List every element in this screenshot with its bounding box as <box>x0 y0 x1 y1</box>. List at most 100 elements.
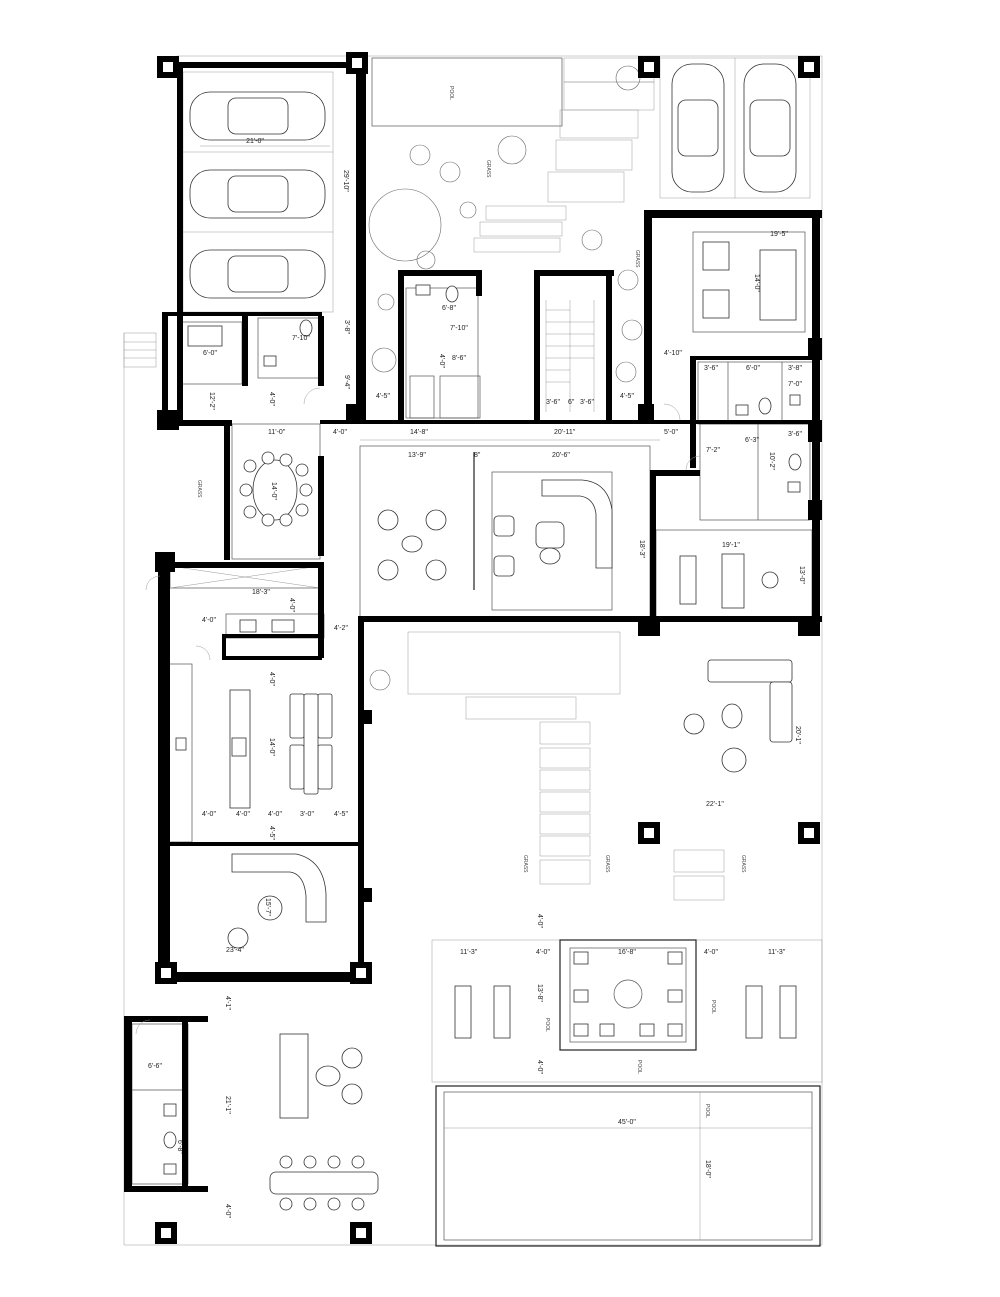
pool-dim-e: 4'-0" <box>704 949 718 956</box>
pantry-width: 18'-3" <box>252 589 270 596</box>
living-height: 18'-3" <box>638 540 645 558</box>
outdoor-dining <box>269 1155 379 1211</box>
maid-room: 6'-0" 12'-2" 7'-10" 3'-8" 4'-0" 9'-4" <box>123 317 350 410</box>
pool-dim-a: 4'-0" <box>536 914 543 928</box>
gym-height: 13'-0" <box>798 566 805 584</box>
maid-dim-c: 9'-4" <box>343 375 350 389</box>
pantry-dim-b: 4'-0" <box>202 617 216 624</box>
core-dim-c: 4'-0" <box>438 354 445 368</box>
stair-dim-a: 3'-6" <box>546 399 560 406</box>
stair-dim-d: 4'-5" <box>620 393 634 400</box>
dining-height: 14'-0" <box>270 482 277 500</box>
se-lounge: 22'-1" 20'-1" <box>683 659 801 808</box>
grass-west-label: GRASS <box>196 480 202 498</box>
car-5 <box>743 63 797 193</box>
living-sofa <box>493 479 613 577</box>
kitchen-dim-2: 4'-0" <box>236 811 250 818</box>
kitchen-dim-4: 3'-0" <box>300 811 314 818</box>
core-dim-d: 8'-6" <box>452 355 466 362</box>
kitchen: 4'-0" 14'-0" 4'-0" 4'-0" 4'-0" 3'-0" 4'-… <box>167 663 348 843</box>
pool-deck: 4'-0" 11'-3" 4'-0" 16'-8" 4'-0" 11'-3" 1… <box>431 914 823 1083</box>
ne-bath: 3'-6" 6'-0" 3'-8" 7'-0" <box>697 361 814 425</box>
office-lower-dim: 4'-10" <box>664 350 682 357</box>
family-dim-a: 15'-7" <box>264 898 271 916</box>
office-width: 19'-5" <box>770 231 788 238</box>
pool-dim-g: 13'-8" <box>536 984 543 1002</box>
living-dim-c: 20'-6" <box>552 452 570 459</box>
main-pool-width: 45'-0" <box>618 1119 636 1126</box>
corridor-dim-b: 20'-11" <box>554 429 576 436</box>
pantry-dim-c: 4'-2" <box>334 625 348 632</box>
office-chair-2 <box>702 289 730 319</box>
annex-dim-c: 21'-1" <box>224 1096 231 1114</box>
lounge-sofa <box>683 659 793 773</box>
family-sofa <box>227 853 327 949</box>
stepping-stones <box>539 721 725 901</box>
grass-court-label-3: GRASS <box>740 855 746 873</box>
kitchen-counter <box>167 663 193 843</box>
columns <box>155 52 822 1244</box>
car-3 <box>189 249 326 299</box>
kitchen-dim-a: 4'-0" <box>268 672 275 686</box>
bath-dim-1: 3'-6" <box>704 365 718 372</box>
pool-bottom-label: POOL <box>636 1060 642 1074</box>
car-1 <box>189 91 326 141</box>
corridor-dim-c: 5'-0" <box>664 429 678 436</box>
central-core: 6'-8" 7'-10" 4'-0" 8'-6" 4'-5" 3'-6" 6" … <box>376 284 634 419</box>
grass-court-label-2: GRASS <box>604 855 610 873</box>
kitchen-height: 14'-0" <box>268 738 275 756</box>
walls <box>124 62 822 1192</box>
site-boundary <box>123 55 823 1246</box>
door-swings <box>135 387 701 1035</box>
gym-dim-d: 3'-6" <box>788 431 802 438</box>
annex-dim-a: 6'-6" <box>148 1063 162 1070</box>
family-width: 23'-4" <box>226 947 244 954</box>
living-room: 13'-9" 8" 20'-6" 18'-3" <box>359 445 651 619</box>
gazebo-outer <box>559 939 697 1051</box>
gazebo-chairs <box>573 951 683 1037</box>
gym-dim-a: 6'-3" <box>745 437 759 444</box>
kitchen-dim-3: 4'-0" <box>268 811 282 818</box>
top-pool-label: POOL <box>448 86 454 100</box>
courtyard: GRASS GRASS GRASS <box>407 631 746 901</box>
kitchen-dim-5: 4'-5" <box>334 811 348 818</box>
office-desk <box>759 249 797 321</box>
sw-annex: 6'-6" 4'-1" 21'-1" 6'-8" 4'-0" <box>131 996 379 1218</box>
lounge-height: 20'-1" <box>794 726 801 744</box>
core-dim-e: 4'-5" <box>376 393 390 400</box>
bath-dim-4: 7'-0" <box>788 381 802 388</box>
gym-width: 19'-1" <box>722 542 740 549</box>
maid-dim-a: 3'-8" <box>343 320 350 334</box>
main-pool: 45'-0" 18'-0" POOL <box>435 1085 821 1247</box>
pool-dim-d: 16'-8" <box>618 949 636 956</box>
main-pool-height: 18'-0" <box>704 1160 711 1178</box>
entry-steps <box>123 332 157 368</box>
office-chair-1 <box>702 241 730 271</box>
gym-dim-c: 10'-2" <box>768 452 775 470</box>
car-2 <box>189 169 326 219</box>
corridor: 14'-8" 20'-11" 5'-0" <box>360 429 678 441</box>
garage-width: 21'-0" <box>246 138 264 145</box>
maid-height: 12'-2" <box>208 392 215 410</box>
bath-dim-2: 6'-0" <box>746 365 760 372</box>
car-4 <box>671 63 725 193</box>
bath-dim-3: 3'-8" <box>788 365 802 372</box>
sun-loungers <box>454 985 797 1039</box>
gym: 6'-3" 7'-2" 10'-2" 3'-6" 19'-1" 13'-0" <box>655 423 813 621</box>
family-room: 15'-7" 23'-4" <box>226 853 327 954</box>
grass-top-label: GRASS <box>485 160 491 178</box>
kitchen-dim-6: 4'-5" <box>268 826 275 840</box>
corridor-dim-a: 14'-8" <box>410 429 428 436</box>
garage-height: 29'-10" <box>342 170 349 192</box>
pantry-height: 4'-0" <box>288 598 295 612</box>
stair-dim-b: 6" <box>568 399 575 406</box>
outdoor-seating <box>279 1033 363 1119</box>
living-dim-a: 13'-9" <box>408 452 426 459</box>
pool-side-right-label: POOL <box>710 1000 716 1014</box>
pool-dim-h: 4'-0" <box>536 1060 543 1074</box>
dining-room: 11'-0" 14'-0" 4'-0" GRASS <box>196 423 347 560</box>
pool-dim-f: 11'-3" <box>768 949 786 956</box>
garage: 21'-0" 29'-10" <box>182 71 349 313</box>
office-height: 14'-0" <box>753 274 760 292</box>
